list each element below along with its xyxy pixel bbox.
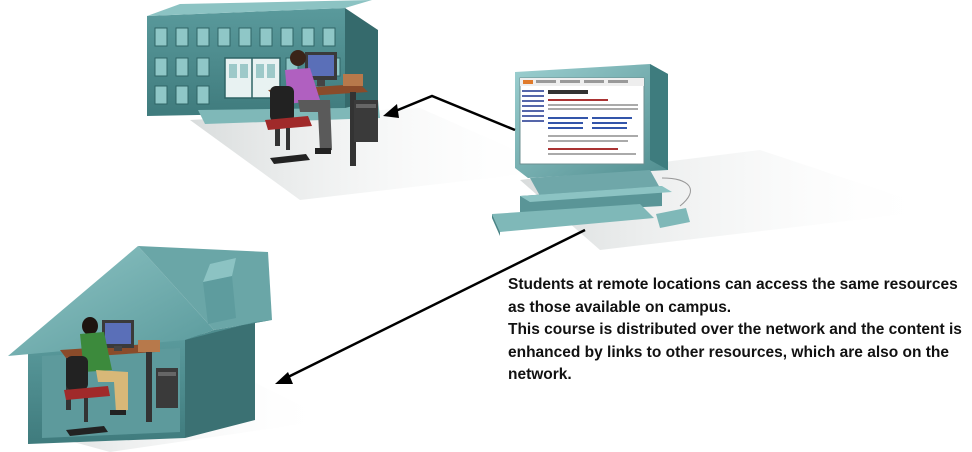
description-caption: Students at remote locations can access … (508, 274, 968, 387)
connection-arrow-to-campus (383, 94, 516, 132)
server-computer-icon (492, 64, 940, 250)
student-at-desk-icon (265, 50, 378, 166)
web-page-screen-icon (520, 78, 644, 155)
student-at-desk-icon (60, 317, 178, 436)
caption-line-course-distribution: This course is distributed over the netw… (508, 321, 962, 383)
home-house-icon (8, 246, 330, 452)
connection-arrow-to-home (275, 228, 586, 384)
caption-line-remote-access: Students at remote locations can access … (508, 276, 958, 316)
